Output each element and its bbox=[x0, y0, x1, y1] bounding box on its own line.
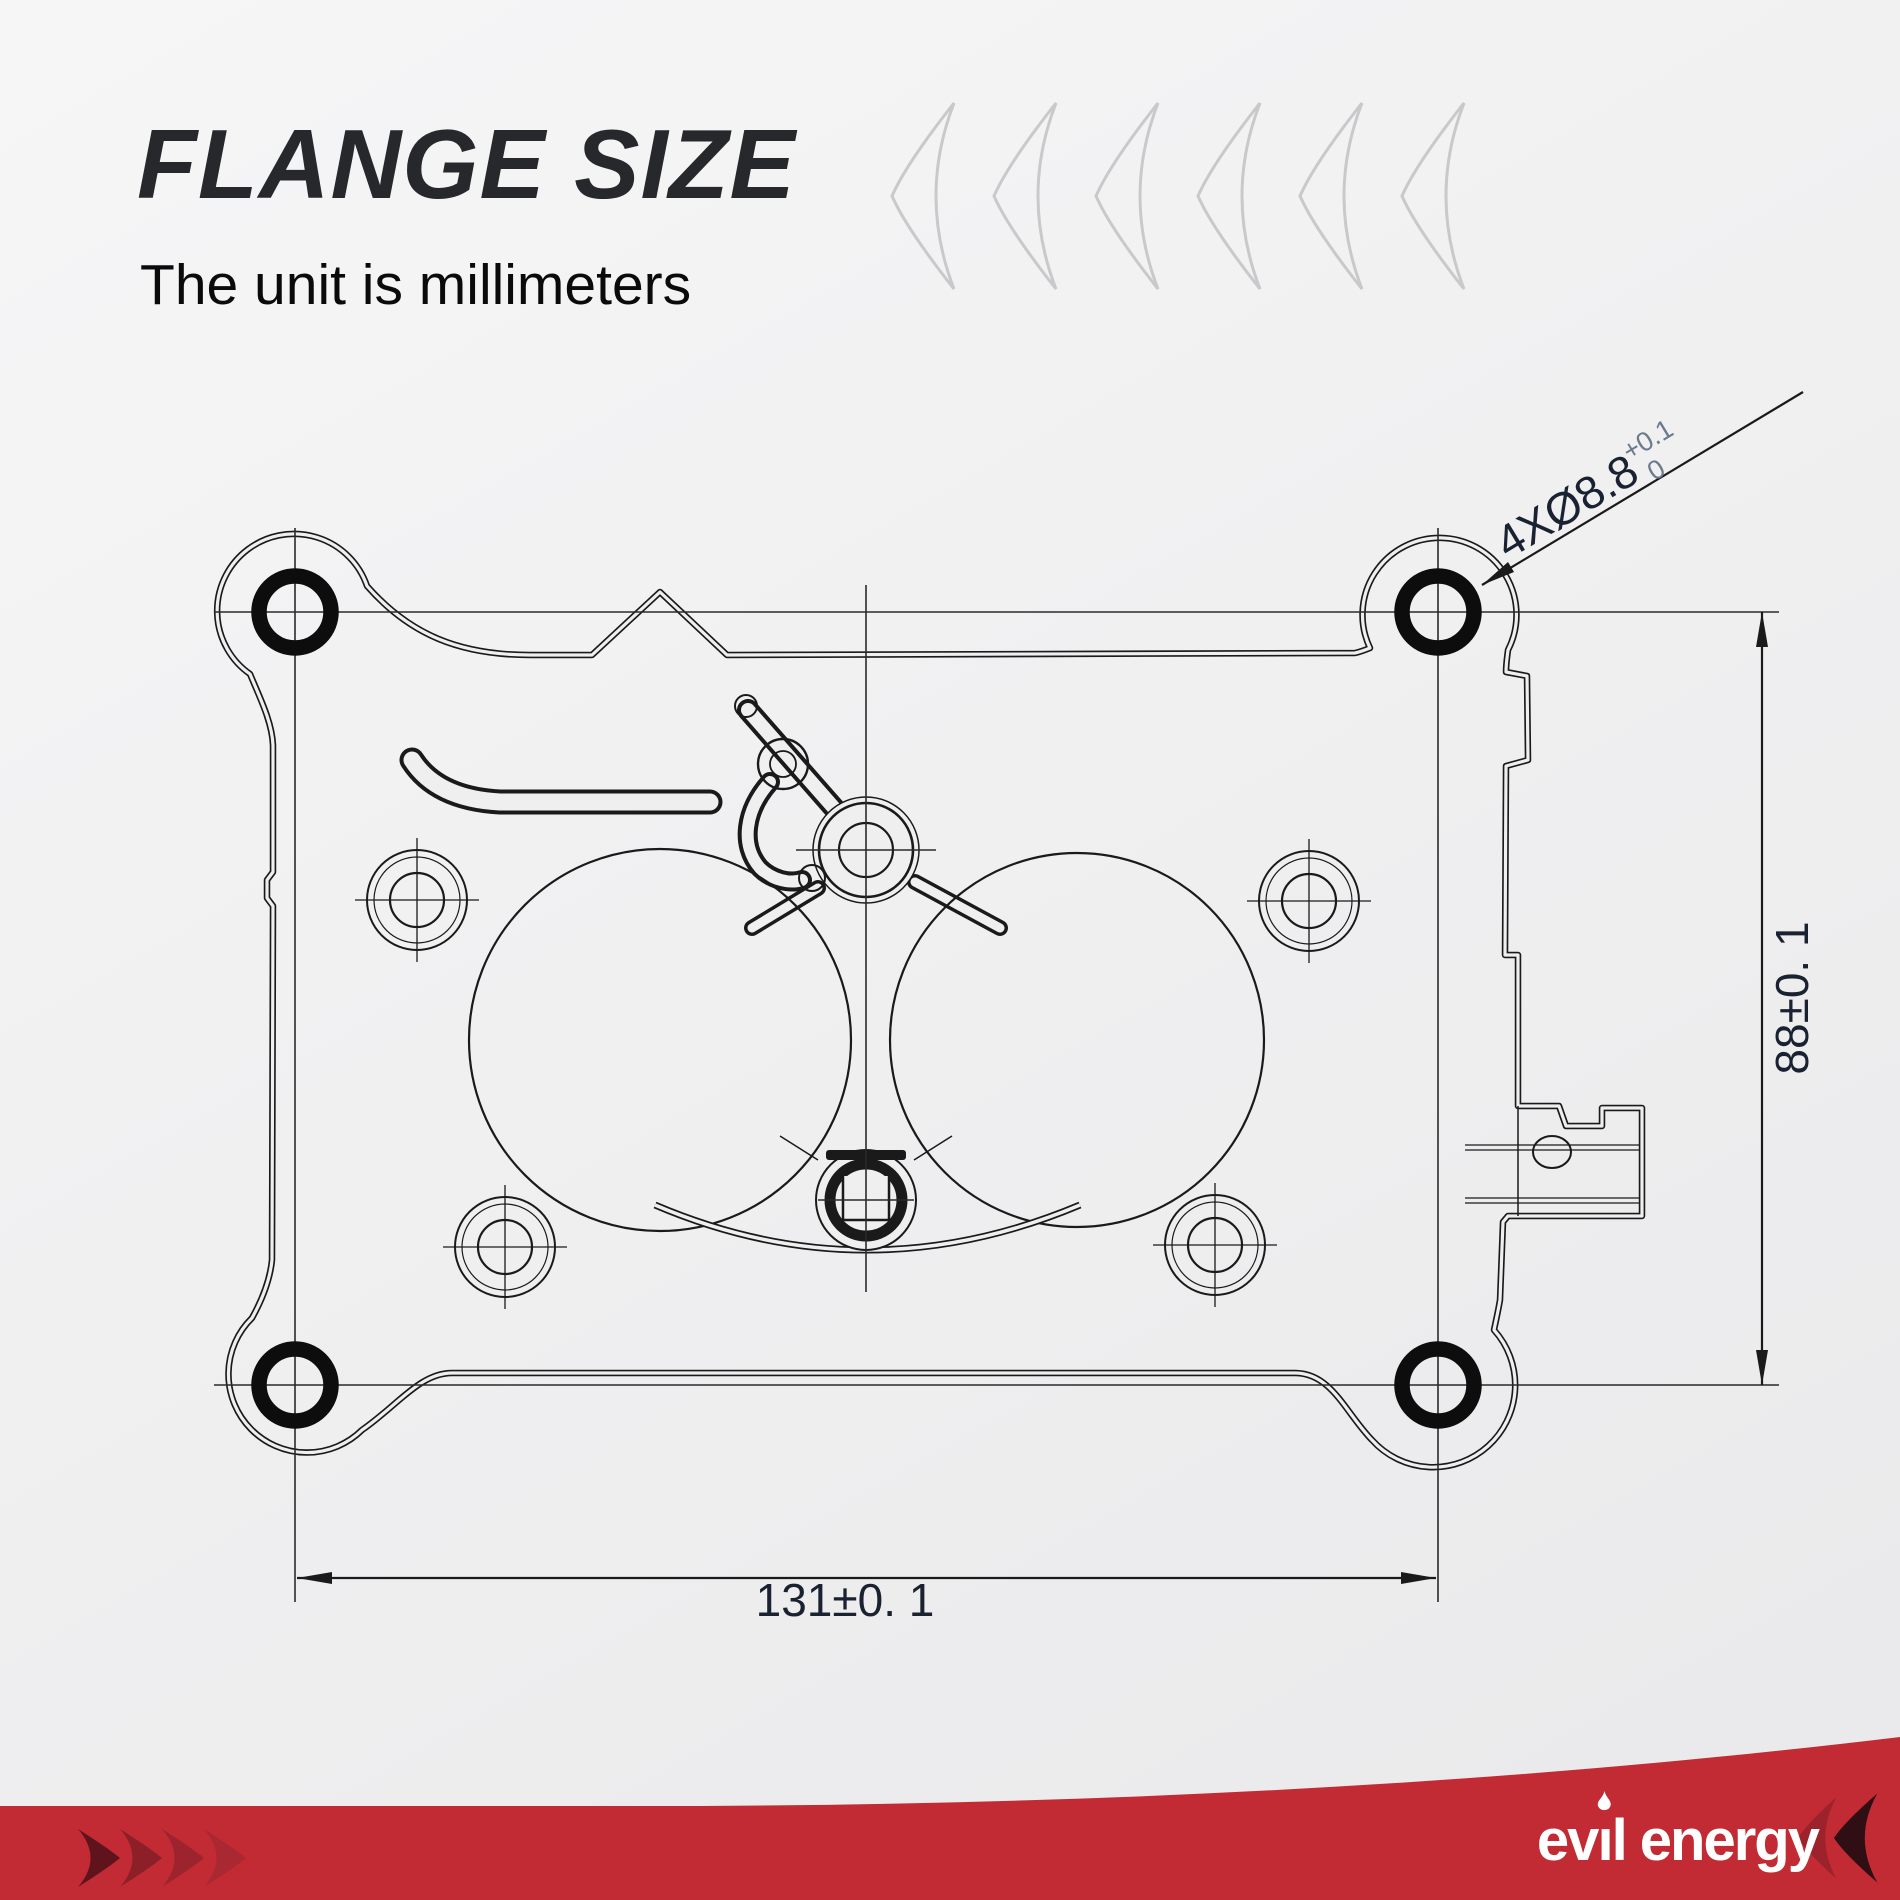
chevron-left-icon bbox=[992, 101, 1058, 291]
venturi-bore-left bbox=[467, 847, 853, 1233]
page-title: FLANGE SIZE bbox=[137, 109, 796, 219]
hole-callout-label: 4XØ8.8 bbox=[1486, 444, 1647, 569]
boss-hole bbox=[1153, 1183, 1277, 1307]
leader-line bbox=[1481, 391, 1804, 586]
leader-arrow-icon bbox=[1482, 562, 1514, 585]
accelerator-pump-slot bbox=[399, 747, 723, 815]
dimension-lines bbox=[297, 391, 1804, 1584]
hole-callout-tol-lower: 0 bbox=[1642, 453, 1670, 486]
triangle-right-icon bbox=[78, 1829, 120, 1887]
brand-letter-i: ı bbox=[1597, 1791, 1614, 1874]
triangle-right-icon bbox=[162, 1829, 204, 1887]
chevron-left-icon bbox=[890, 101, 956, 291]
venturi-bore-right bbox=[888, 851, 1266, 1229]
throttle-lever-arms bbox=[737, 699, 1008, 936]
page-subtitle: The unit is millimeters bbox=[140, 253, 692, 317]
throttle-shaft-hub bbox=[734, 694, 920, 904]
footer-triangle-row bbox=[78, 1829, 246, 1887]
bolt-holes bbox=[251, 568, 1482, 1429]
bolt-hole bbox=[251, 568, 339, 656]
logo-triangle-icon bbox=[1834, 1793, 1878, 1883]
boss-hole bbox=[355, 838, 479, 962]
triangle-right-icon bbox=[120, 1829, 162, 1887]
flame-icon bbox=[1598, 1791, 1612, 1811]
small-boss-holes bbox=[355, 838, 1371, 1309]
triangle-right-icon bbox=[204, 1829, 246, 1887]
bolt-hole bbox=[251, 1341, 339, 1429]
height-dimension: 88±0. 1 bbox=[1766, 921, 1818, 1074]
boss-hole bbox=[1247, 839, 1371, 963]
chevron-left-icon bbox=[1196, 101, 1262, 291]
side-bracket-detail bbox=[1465, 1106, 1640, 1216]
bolt-hole bbox=[1394, 1341, 1482, 1429]
centerlines bbox=[214, 528, 1779, 1602]
bottom-clamp-boss bbox=[653, 1135, 1082, 1254]
height-dimension-text: 88±0. 1 bbox=[1766, 921, 1818, 1074]
brand-text-pre: ev bbox=[1536, 1808, 1599, 1873]
width-dimension-text: 131±0. 1 bbox=[756, 1574, 935, 1626]
chevron-left-icon bbox=[1400, 101, 1466, 291]
boss-hole bbox=[443, 1185, 567, 1309]
chevron-left-icon bbox=[1298, 101, 1364, 291]
hole-callout: 4XØ8.8 +0.1 0 bbox=[1486, 413, 1678, 569]
brand-text-post: l energy bbox=[1611, 1808, 1820, 1873]
flange-outline bbox=[213, 530, 1646, 1471]
chevron-left-icon bbox=[1094, 101, 1160, 291]
hole-callout-tol-upper: +0.1 bbox=[1617, 413, 1678, 466]
bolt-hole bbox=[1394, 568, 1482, 656]
